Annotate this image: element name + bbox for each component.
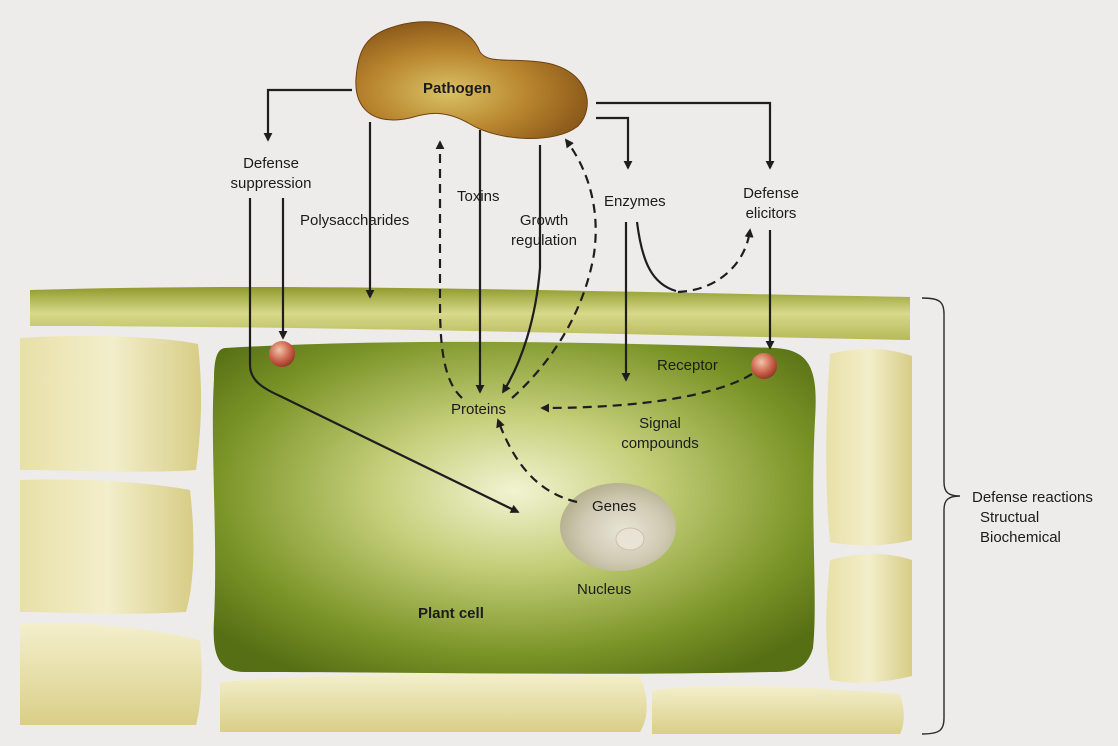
signal-compounds-line-2: compounds [605, 434, 715, 454]
neighbor-cell-bottom-right [652, 686, 904, 734]
nucleolus [616, 528, 644, 550]
defense-suppression-label: Defense suppression [226, 154, 316, 194]
arrow-enzymes [596, 118, 628, 168]
plant-cell [213, 342, 816, 674]
receptor-left [269, 341, 295, 367]
growth-regulation-line-1: Growth [504, 211, 584, 231]
signal-compounds-label: Signal compounds [605, 414, 715, 454]
neighbor-cell-right-bottom [826, 554, 912, 683]
arrow-defense-elicitors [596, 103, 770, 168]
neighbor-cell-bottom [220, 674, 647, 732]
arrow-enzymes-curve [637, 222, 676, 291]
defense-reactions-brace [922, 298, 960, 734]
receptor-right [751, 353, 777, 379]
plant-cell-label: Plant cell [418, 604, 484, 624]
neighbor-cell-left-top [20, 336, 201, 472]
toxins-label: Toxins [457, 187, 500, 207]
nucleus-label: Nucleus [577, 580, 631, 600]
receptor-label: Receptor [657, 356, 718, 376]
signal-compounds-line-1: Signal [605, 414, 715, 434]
arrow-elicitor-release [678, 230, 750, 292]
proteins-label: Proteins [451, 400, 506, 420]
defense-elicitors-line-1: Defense [731, 184, 811, 204]
pathogen-label: Pathogen [423, 79, 491, 99]
genes-label: Genes [592, 497, 636, 517]
defense-reactions-line-3: Biochemical [972, 528, 1093, 548]
defense-elicitors-line-2: elicitors [731, 204, 811, 224]
defense-suppression-line-1: Defense [226, 154, 316, 174]
defense-reactions-line-1: Defense reactions [972, 488, 1093, 508]
neighbor-cell-right-top [826, 349, 912, 546]
defense-reactions-label: Defense reactions Structual Biochemical [972, 488, 1093, 548]
defense-reactions-line-2: Structual [972, 508, 1093, 528]
neighbor-cell-left-mid [20, 479, 193, 613]
arrow-defense-suppression [268, 90, 352, 140]
growth-regulation-line-2: regulation [504, 231, 584, 251]
growth-regulation-label: Growth regulation [504, 211, 584, 251]
cell-wall [30, 287, 910, 340]
enzymes-label: Enzymes [604, 192, 666, 212]
defense-elicitors-label: Defense elicitors [731, 184, 811, 224]
neighbor-cell-left-bottom [20, 623, 202, 725]
defense-suppression-line-2: suppression [226, 174, 316, 194]
polysaccharides-label: Polysaccharides [300, 211, 409, 231]
